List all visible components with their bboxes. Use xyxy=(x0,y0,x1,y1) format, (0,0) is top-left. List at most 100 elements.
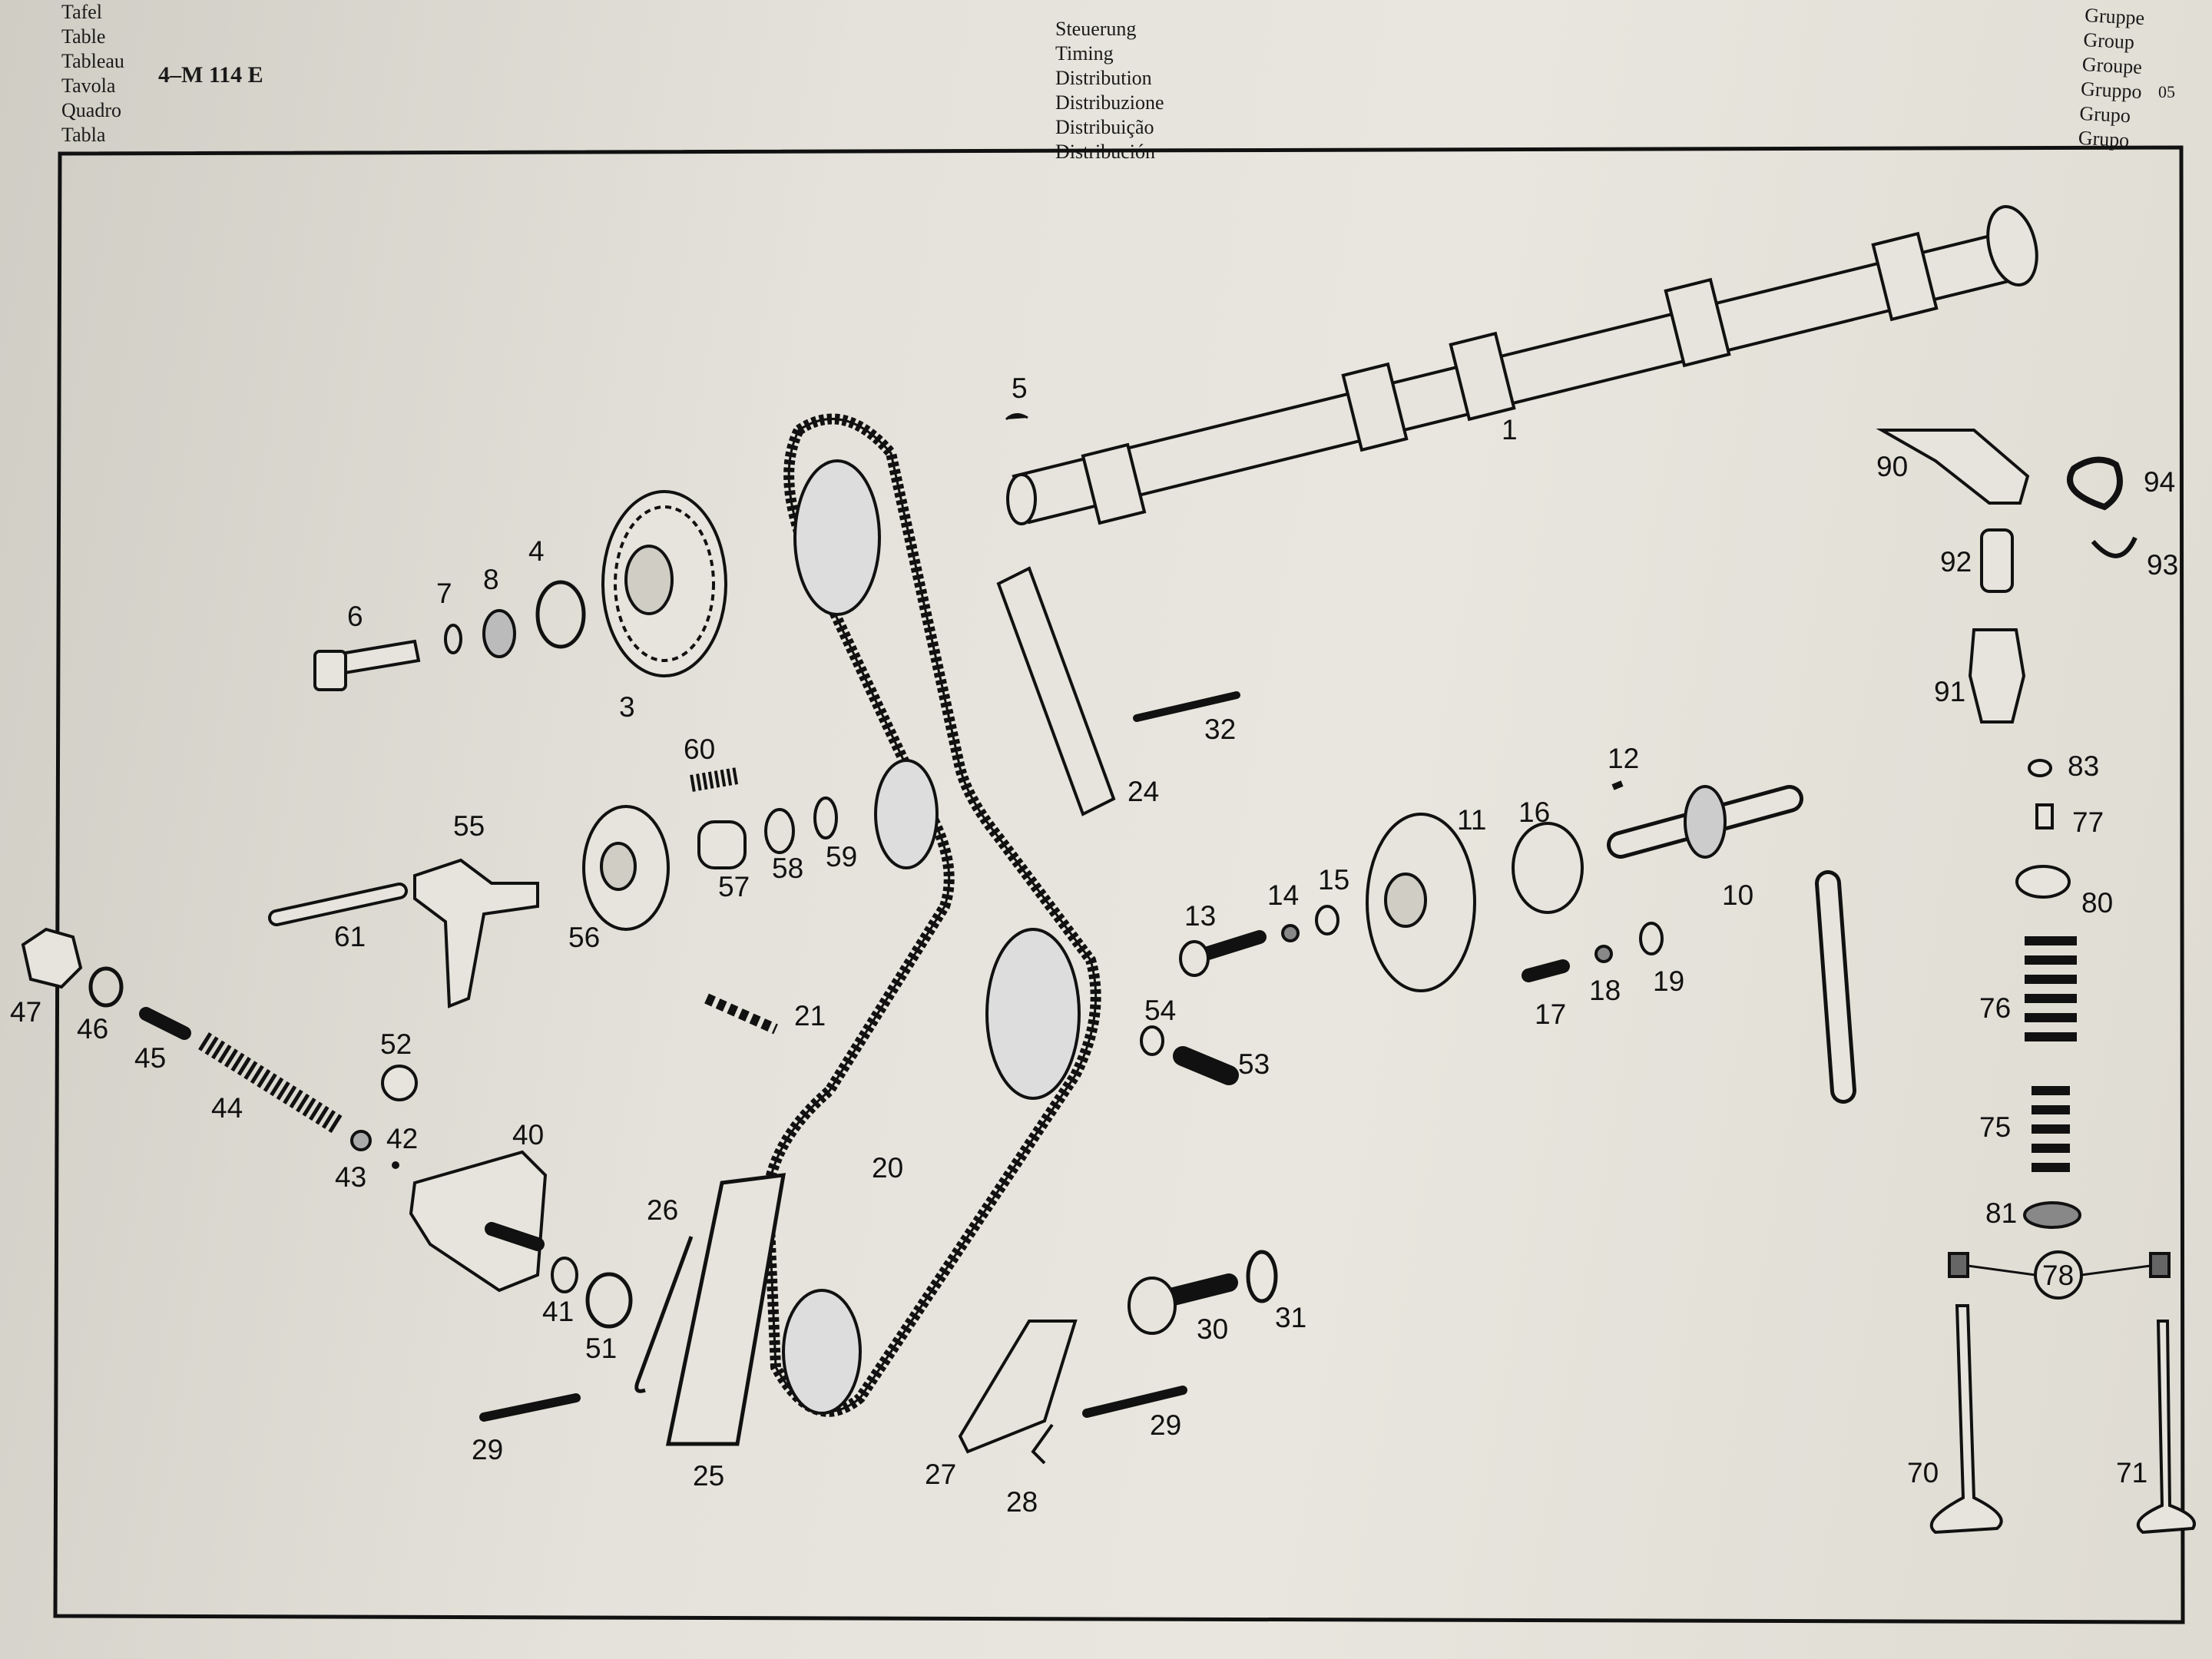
guide-rail xyxy=(665,1173,786,1446)
washer xyxy=(1639,922,1664,955)
seal-ring xyxy=(585,1272,633,1329)
valve-seal xyxy=(2149,1252,2171,1278)
exhaust-valve xyxy=(2137,1320,2196,1535)
part-number-label: 57 xyxy=(718,871,750,902)
part-number-label: 93 xyxy=(2147,549,2178,581)
part-number-label: 11 xyxy=(1457,804,1486,836)
bolt xyxy=(313,639,421,691)
part-number-label: 59 xyxy=(826,841,857,873)
part-number-label: 19 xyxy=(1653,965,1684,997)
part-number-label: 7 xyxy=(436,578,452,609)
spring-wire xyxy=(1031,1423,1054,1465)
part-number-label: 29 xyxy=(472,1434,503,1465)
part-number-label: 75 xyxy=(1979,1111,2011,1143)
bracket xyxy=(958,1320,1078,1454)
part-number-label: 13 xyxy=(1184,900,1216,932)
part-number-label: 44 xyxy=(211,1092,243,1124)
part-number-label: 41 xyxy=(542,1296,574,1327)
part-number-label: 45 xyxy=(134,1042,166,1074)
adjuster xyxy=(1980,528,2014,593)
table-label: Tafel xyxy=(61,1,103,23)
spring-clip xyxy=(2091,536,2137,558)
part-number-label: 51 xyxy=(585,1333,617,1364)
part-number-label: 14 xyxy=(1267,879,1299,911)
ring xyxy=(551,1257,578,1293)
bolt xyxy=(1522,959,1570,982)
chain-sprockets xyxy=(782,459,1081,1415)
table-label: Tabla xyxy=(61,124,106,146)
part-number-label: 18 xyxy=(1589,975,1621,1006)
chain-link xyxy=(704,993,778,1035)
table-label: Tavola xyxy=(61,75,116,97)
part-number-label: 47 xyxy=(10,996,41,1028)
chain-guide xyxy=(996,566,1116,816)
table-label: Tableau xyxy=(61,50,124,72)
section-title: Timing xyxy=(1055,42,1114,65)
camshaft xyxy=(1006,205,2038,525)
part-number-label: 55 xyxy=(453,810,485,842)
washer xyxy=(1315,905,1339,935)
part-number-label: 26 xyxy=(647,1194,678,1226)
pin xyxy=(479,1393,581,1422)
circlip xyxy=(813,796,838,839)
washer xyxy=(535,580,586,649)
small-spring xyxy=(690,767,739,792)
tensioner-spring xyxy=(198,1031,343,1134)
part-number-label: 31 xyxy=(1275,1302,1306,1333)
spring-seat xyxy=(2023,1201,2081,1229)
part-number-label: 15 xyxy=(1318,864,1349,896)
pin xyxy=(139,1007,191,1040)
table-label: Table xyxy=(61,25,106,48)
part-number-label: 8 xyxy=(483,564,499,595)
part-number-label: 60 xyxy=(684,733,715,765)
bolt xyxy=(1173,1046,1239,1085)
part-number-label: 28 xyxy=(1006,1486,1038,1518)
section-title: Distribuzione xyxy=(1055,91,1164,114)
group-number: 05 xyxy=(2158,82,2175,101)
part-number-label: 58 xyxy=(772,853,803,884)
part-number-label: 78 xyxy=(2042,1260,2074,1291)
rocker-arm xyxy=(1876,429,2030,505)
section-title: Distribuição xyxy=(1055,116,1154,138)
part-number-label: 92 xyxy=(1940,546,1972,578)
part-number-label: 80 xyxy=(2081,887,2113,919)
part-number-label: 56 xyxy=(568,922,600,953)
part-number-label: 94 xyxy=(2144,466,2175,498)
plug xyxy=(381,1065,418,1101)
part-number-label: 54 xyxy=(1144,995,1176,1026)
outer-valve-spring xyxy=(2025,936,2077,1041)
part-number-label: 21 xyxy=(794,1000,826,1031)
table-label: Quadro xyxy=(61,99,121,121)
valve-seal xyxy=(1948,1252,1969,1278)
intake-valve xyxy=(1929,1304,2003,1535)
bushing xyxy=(697,820,747,869)
valve-cotter xyxy=(2035,803,2054,830)
spring-retainer xyxy=(2015,865,2071,899)
spring-clip xyxy=(634,1236,694,1393)
part-number-label: 76 xyxy=(1979,992,2011,1024)
valve-key xyxy=(2028,759,2052,777)
part-number-label: 53 xyxy=(1238,1048,1270,1080)
part-number-label: 61 xyxy=(334,921,366,952)
part-number-label: 32 xyxy=(1204,714,1236,745)
part-number-label: 12 xyxy=(1608,743,1639,774)
part-number-label: 20 xyxy=(872,1152,903,1184)
washer xyxy=(444,624,462,654)
part-number-label: 83 xyxy=(2068,750,2099,782)
part-number-label: 43 xyxy=(335,1161,366,1193)
chain-tensioner xyxy=(409,1150,548,1293)
part-number-label: 4 xyxy=(528,535,545,567)
part-number-label: 29 xyxy=(1150,1409,1181,1441)
part-number-label: 42 xyxy=(386,1123,418,1154)
part-number-label: 52 xyxy=(380,1028,412,1060)
diagram-frame xyxy=(53,145,2185,1624)
ball xyxy=(392,1161,399,1169)
table-label-stack: Tafel Table Tableau Tavola Quadro Tabla xyxy=(61,0,124,147)
part-number-label: 46 xyxy=(77,1013,108,1045)
part-number-label: 81 xyxy=(1985,1197,2017,1229)
part-number-label: 1 xyxy=(1502,414,1518,445)
part-number-label: 27 xyxy=(925,1459,956,1490)
section-title-stack: Steuerung Timing Distribution Distribuzi… xyxy=(1055,17,1164,164)
part-number-label: 6 xyxy=(347,601,363,632)
